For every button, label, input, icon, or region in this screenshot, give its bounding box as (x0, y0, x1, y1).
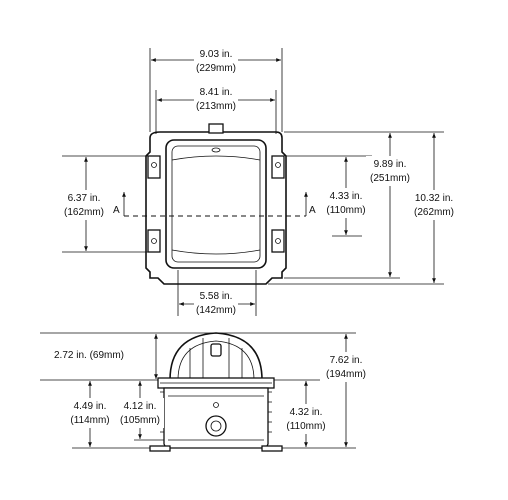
base-width-imperial: 5.58 in. (200, 291, 233, 302)
window-height-metric: (251mm) (370, 173, 410, 184)
dome-latch (210, 343, 222, 357)
overall-height-metric: (262mm) (414, 207, 454, 218)
foot-left (149, 445, 171, 452)
label-mask (282, 404, 330, 434)
top-view: A A 9.03 in. (229mm) 8.41 in. (213mm) 6.… (60, 44, 460, 318)
label-mask (60, 190, 108, 220)
overall-width-imperial: 9.03 in. (200, 49, 233, 60)
mount-hole (151, 162, 157, 168)
mount-hole (275, 238, 281, 244)
inner-height-imperial: 4.12 in. (124, 401, 157, 412)
label-mask (322, 188, 370, 218)
dome-inner (177, 340, 255, 381)
base-width-metric: (142mm) (196, 305, 236, 316)
inner-width-metric: (213mm) (196, 101, 236, 112)
label-mask (194, 44, 238, 76)
overall-height-imperial: 10.32 in. (415, 193, 453, 204)
housing-outline (145, 131, 287, 285)
inner-width-imperial: 8.41 in. (200, 87, 233, 98)
label-mask (194, 84, 238, 114)
mount-spacing-imperial: 6.37 in. (68, 193, 101, 204)
label-mask (66, 398, 114, 428)
mount-hole (275, 162, 281, 168)
right-height-metric: (110mm) (286, 421, 325, 432)
section-label-right: A (309, 205, 316, 216)
section-label-left: A (113, 205, 120, 216)
overall-width-metric: (229mm) (196, 63, 236, 74)
right-height-imperial: 4.32 in. (290, 407, 323, 418)
total-height-imperial: 7.62 in. (330, 355, 363, 366)
mount-tab-top-right (271, 155, 285, 179)
conduit-port (205, 415, 227, 437)
lens-inner (171, 145, 261, 263)
lens-curve-bottom (171, 249, 261, 255)
fins-right (268, 391, 272, 433)
label-mask (194, 288, 238, 318)
mount-spacing-metric: (162mm) (64, 207, 104, 218)
conduit-port-inner (210, 420, 222, 432)
body-height-metric: (114mm) (70, 415, 109, 426)
label-mask (408, 190, 460, 220)
foot-right (261, 445, 283, 452)
mount-hole (151, 238, 157, 244)
total-height-metric: (194mm) (326, 369, 366, 380)
mount-tab-top-left (147, 155, 161, 179)
dome-height-label: 2.72 in. (69mm) (54, 350, 124, 361)
lens-curve-top (171, 155, 261, 161)
body-height-imperial: 4.49 in. (74, 401, 107, 412)
mount-tab-bottom-left (147, 229, 161, 253)
label-mask (320, 352, 372, 382)
mount-tab-bottom-right (271, 229, 285, 253)
lens-frame (165, 139, 267, 269)
label-mask (366, 156, 414, 186)
screw-head (213, 402, 219, 408)
inner-height-metric: (105mm) (120, 415, 160, 426)
window-height-imperial: 9.89 in. (374, 159, 407, 170)
half-height-metric: (110mm) (326, 205, 365, 216)
top-knob (208, 123, 224, 134)
lens-mark (211, 147, 221, 153)
side-view: 2.72 in. (69mm) 4.49 in. (114mm) 4.12 in… (40, 332, 372, 452)
label-mask (116, 398, 164, 428)
label-mask (44, 348, 134, 362)
half-height-imperial: 4.33 in. (330, 191, 363, 202)
